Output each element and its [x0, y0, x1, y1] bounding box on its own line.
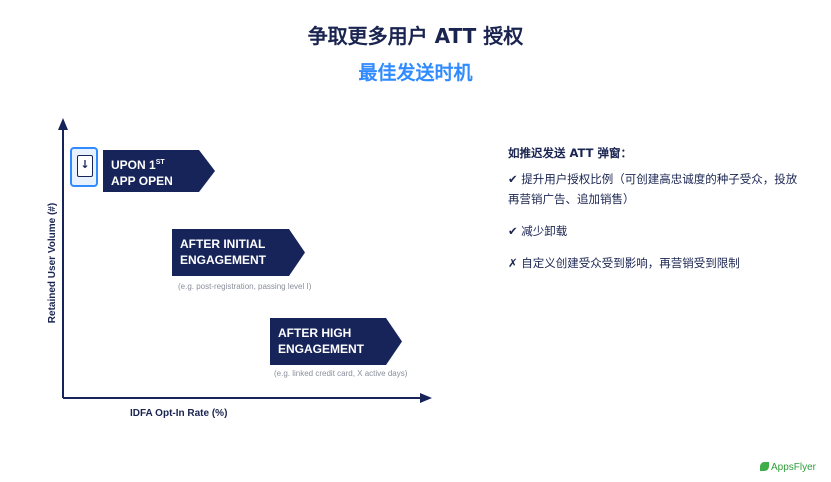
appsflyer-logo: AppsFlyer	[760, 462, 816, 478]
stage-3-note: (e.g. linked credit card, X active days)	[274, 369, 408, 378]
appsflyer-logo-icon	[760, 462, 769, 471]
stage-2-line1: AFTER INITIAL	[180, 237, 266, 251]
stage-high-engagement: AFTER HIGH ENGAGEMENT	[270, 318, 402, 365]
drawback-item: ✗ 自定义创建受众受到影响，再营销受到限制	[508, 256, 740, 270]
stage-initial-engagement: AFTER INITIAL ENGAGEMENT	[172, 229, 305, 276]
page-subtitle: 最佳发送时机	[358, 62, 473, 84]
stage-2-line2: ENGAGEMENT	[180, 253, 267, 267]
stage-2-note: (e.g. post-registration, passing level I…	[178, 282, 312, 291]
page-title: 争取更多用户 ATT 授权	[307, 24, 524, 48]
phone-download-icon: ↓	[70, 147, 98, 187]
stage-3-line2: ENGAGEMENT	[278, 342, 365, 356]
benefit-item: ✔ 提升用户授权比例（可创建高忠诚度的种子受众，投放再营销广告、追加销售）	[508, 172, 798, 206]
stage-1-line1: UPON 1	[111, 158, 156, 172]
y-axis-arrow	[58, 118, 68, 130]
benefit-item: ✔ 减少卸载	[508, 224, 568, 238]
stage-1-line2: APP OPEN	[111, 174, 173, 188]
x-axis-arrow	[420, 393, 432, 403]
benefits-heading: 如推迟发送 ATT 弹窗：	[508, 146, 632, 160]
stage-first-open: UPON 1ST APP OPEN	[103, 150, 215, 192]
stage-3-line1: AFTER HIGH	[278, 326, 352, 340]
logo-text: AppsFlyer	[771, 462, 817, 473]
x-axis-label: IDFA Opt-In Rate (%)	[130, 408, 228, 419]
y-axis-label: Retained User Volume (#)	[47, 202, 58, 324]
stage-1-sup: ST	[155, 159, 165, 166]
benefits-panel: 如推迟发送 ATT 弹窗： ✔ 提升用户授权比例（可创建高忠诚度的种子受众，投放…	[508, 143, 808, 285]
